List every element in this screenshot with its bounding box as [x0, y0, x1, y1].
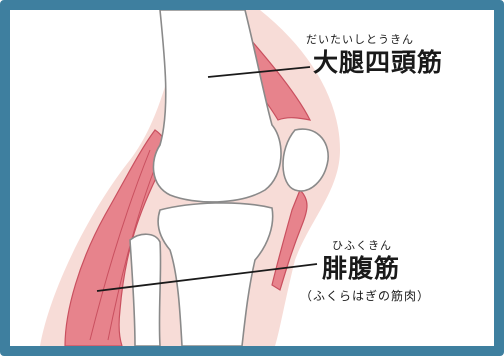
quadriceps-label: 大腿四頭筋 [313, 50, 443, 75]
gastrocnemius-reading: ひふくきん [332, 240, 392, 251]
quadriceps-reading: だいたいしとうきん [306, 34, 414, 45]
fibula-bone [130, 234, 161, 346]
gastrocnemius-note: （ふくらはぎの筋肉） [300, 290, 430, 302]
gastrocnemius-label: 腓腹筋 [322, 256, 400, 281]
